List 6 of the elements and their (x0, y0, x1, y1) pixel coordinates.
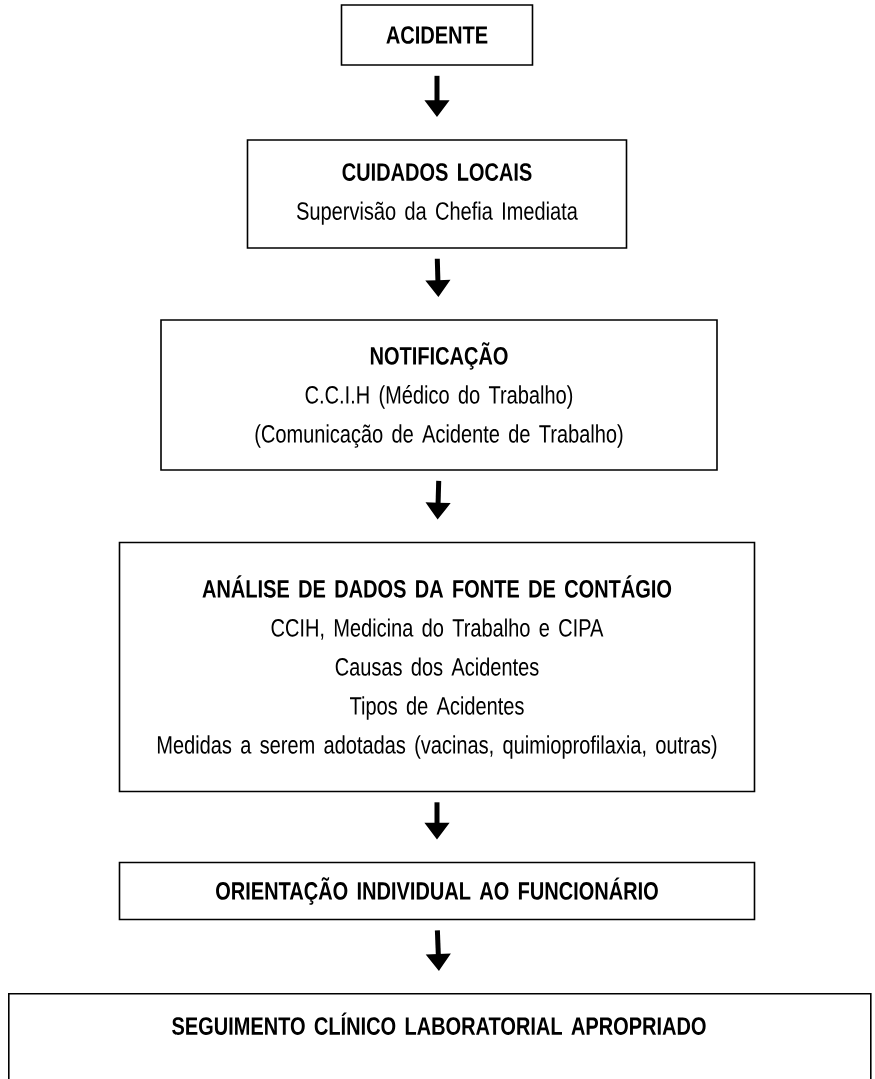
process-box: ANÁLISE DE DADOS DA FONTE DE CONTÁGIO CCIH, Medicina do Trabalho e CIPA Causas dos Acidentes Tipos de Acidentes Medidas a serem adotadas (vacinas, quimioprofilaxia, outras) (118, 541, 756, 793)
process-box: NOTIFICAÇÃO C.C.I.H (Médico do Trabalho) (Comunicação de Acidente de Trabalho) (160, 319, 718, 471)
process-box: SEGUIMENTO CLÍNICO LABORATORIAL APROPRIADO (8, 993, 872, 1079)
process-box: ACIDENTE (340, 4, 534, 66)
process-box: CUIDADOS LOCAIS Supervisão da Chefia Imediata (246, 139, 628, 249)
process-box: ORIENTAÇÃO INDIVIDUAL AO FUNCIONÁRIO (118, 861, 756, 921)
